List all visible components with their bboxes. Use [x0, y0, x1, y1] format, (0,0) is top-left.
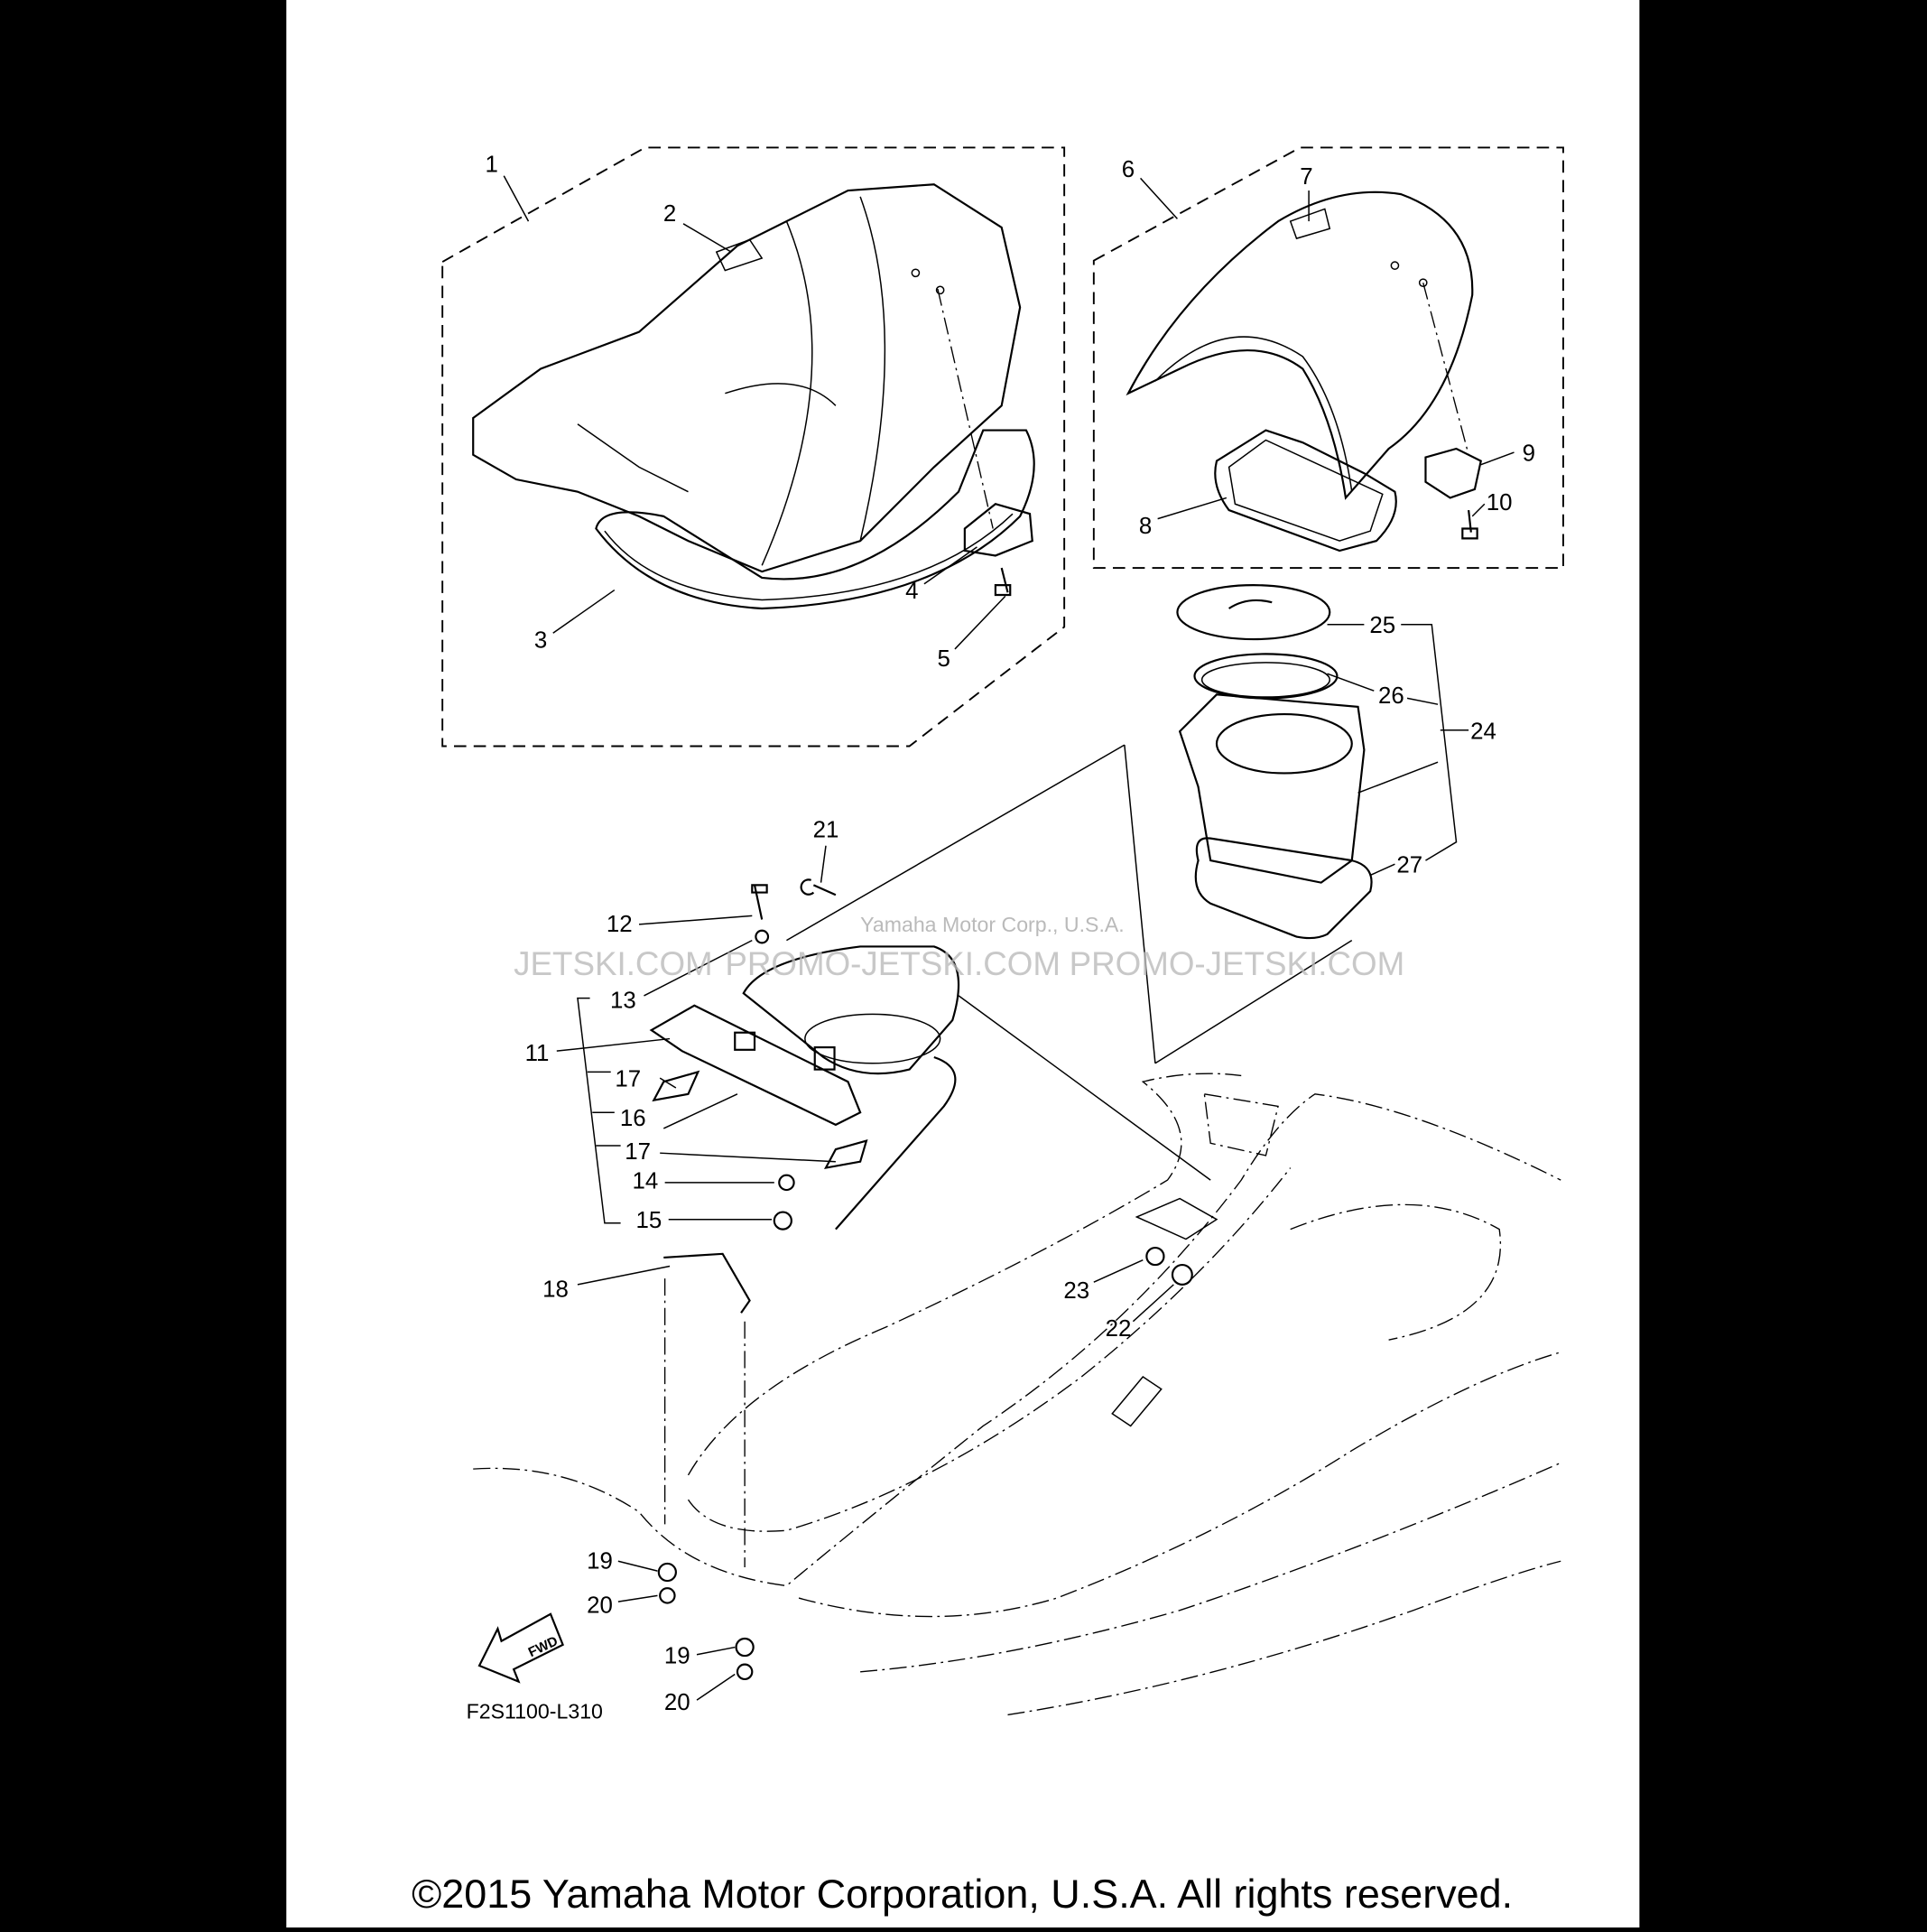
callout-21: 21 — [813, 817, 839, 842]
copyright-footer: ©2015 Yamaha Motor Corporation, U.S.A. A… — [412, 1871, 1513, 1917]
callout-9: 9 — [1523, 441, 1535, 467]
callout-27: 27 — [1396, 853, 1422, 878]
callout-15: 15 — [636, 1208, 662, 1233]
page-sheet — [286, 0, 1640, 1927]
callout-8: 8 — [1139, 514, 1152, 539]
watermark-right: PROMO-JETSKI.COM — [1070, 945, 1405, 982]
callout-7: 7 — [1300, 164, 1312, 190]
callout-18: 18 — [542, 1277, 569, 1302]
callout-23: 23 — [1063, 1278, 1089, 1304]
callout-13: 13 — [610, 989, 636, 1014]
callout-5: 5 — [938, 646, 950, 672]
seat-assembly-1-box — [441, 146, 1066, 748]
tray-assembly-drawing — [649, 744, 1353, 1681]
callout-4: 4 — [905, 579, 918, 604]
callout-11: 11 — [525, 1041, 550, 1066]
hull-outline — [473, 1073, 1561, 1716]
callout-6: 6 — [1122, 157, 1135, 182]
callout-22: 22 — [1106, 1316, 1132, 1342]
callout-17: 17 — [625, 1139, 651, 1165]
callout-20: 20 — [587, 1593, 613, 1618]
callout-10: 10 — [1487, 490, 1513, 516]
callout-16: 16 — [620, 1106, 646, 1131]
callout-17: 17 — [615, 1067, 641, 1092]
callout-25: 25 — [1369, 613, 1395, 638]
front-seat-drawing — [472, 183, 1035, 610]
callout-14: 14 — [632, 1169, 658, 1194]
rear-seat-drawing — [1126, 190, 1482, 553]
callout-19: 19 — [587, 1548, 613, 1574]
callout-19: 19 — [664, 1643, 690, 1668]
diagram-code: F2S1100-L310 — [467, 1700, 603, 1723]
seat-assembly-6-box — [1092, 146, 1564, 570]
callout-2: 2 — [663, 201, 676, 227]
callout-3: 3 — [534, 628, 547, 654]
storage-container-drawing — [1176, 584, 1373, 940]
callout-1: 1 — [485, 153, 497, 178]
callout-26: 26 — [1378, 683, 1404, 709]
leader-lines — [503, 175, 1515, 1701]
watermark: JETSKI.COM PROMO-JETSKI.COM Yamaha Motor… — [514, 913, 1404, 982]
watermark-left: JETSKI.COM — [514, 945, 713, 982]
watermark-mid: PROMO-JETSKI.COM — [725, 945, 1061, 982]
callout-12: 12 — [607, 912, 633, 937]
callout-20: 20 — [664, 1690, 690, 1715]
callout-24: 24 — [1470, 719, 1496, 744]
watermark-faint: Yamaha Motor Corp., U.S.A. — [860, 913, 1125, 936]
